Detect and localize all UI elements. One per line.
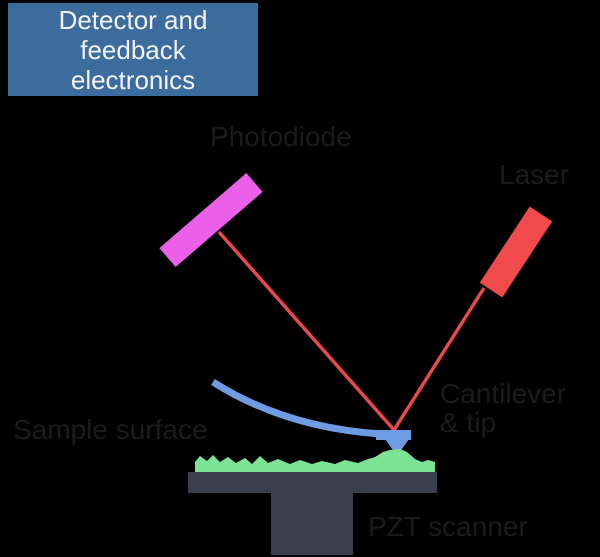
tip-shape <box>385 439 409 456</box>
photodiode-label: Photodiode <box>210 121 352 152</box>
laser-shape <box>479 206 553 298</box>
sample-surface-shape <box>195 449 435 472</box>
detector-feedback-box: Detector and feedback electronics <box>8 3 258 96</box>
scanner-stage-pedestal <box>271 493 353 555</box>
cantilever-label: Cantilever & tip <box>440 379 566 437</box>
laser-beam <box>217 230 486 433</box>
cantilever-shape <box>211 379 409 439</box>
cantilever-end <box>376 430 411 440</box>
cantilever-label-line2: & tip <box>440 407 497 438</box>
photodiode-shape <box>159 172 263 268</box>
scanner-stage-top <box>188 472 437 493</box>
detector-box-line2: feedback <box>80 35 186 65</box>
laser-label: Laser <box>499 159 570 190</box>
detector-box-line1: Detector and <box>58 5 208 35</box>
cantilever-label-line1: Cantilever <box>440 378 567 409</box>
detector-box-line3: electronics <box>70 65 196 95</box>
sample-surface-label: Sample surface <box>13 414 208 445</box>
pzt-scanner-label: PZT scanner <box>368 511 528 542</box>
